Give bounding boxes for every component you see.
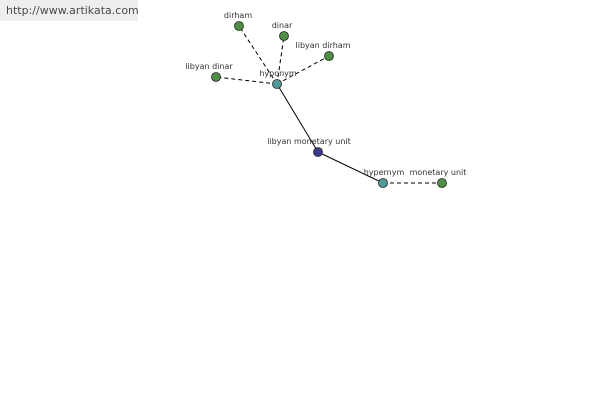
edge-hyponym-libyan-dinar [215,76,278,85]
edge-hyponym-dirham [238,25,278,85]
edge-center-hypernym [317,151,384,184]
node-libyan-dirham[interactable] [324,51,334,61]
edge-hyponym-dinar [276,35,285,85]
label-libyan-monetary-unit: libyan monetary unit [267,137,351,146]
source-url-banner[interactable]: http://www.artikata.com [0,0,139,21]
edge-center-hyponym [276,83,319,153]
label-libyan-dirham: libyan dirham [296,41,351,50]
node-dirham[interactable] [234,21,244,31]
edge-hyponym-libyan-dirham [276,55,330,85]
node-libyan-monetary-unit[interactable] [313,147,323,157]
node-dinar[interactable] [279,31,289,41]
source-url-text[interactable]: http://www.artikata.com [6,4,139,17]
node-hypernym[interactable] [378,178,388,188]
label-libyan-dinar: libyan dinar [185,62,233,71]
node-libyan-dinar[interactable] [211,72,221,82]
label-dinar: dinar [272,21,293,30]
label-hypernym: hypernym [364,168,405,177]
node-hyponym[interactable] [272,79,282,89]
label-hyponym: hyponym [259,69,297,78]
node-monetary-unit[interactable] [437,178,447,188]
label-monetary-unit: monetary unit [410,168,467,177]
label-dirham: dirham [224,11,252,20]
